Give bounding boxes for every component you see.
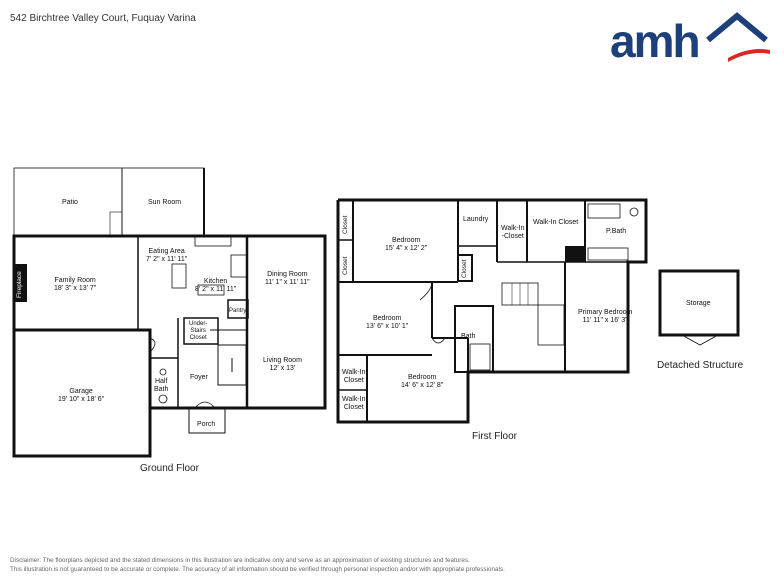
logo-wordmark: amh — [610, 15, 701, 67]
closet2-label: Closet — [342, 256, 349, 275]
foyer-label: Foyer — [190, 374, 208, 381]
closet1-label: Closet — [342, 215, 349, 234]
floor-plan-drawing — [12, 167, 740, 458]
patio-label: Patio — [62, 199, 78, 206]
walkin-closet-2-label: Walk-In Closet — [533, 219, 579, 226]
disclaimer-line-2: This illustration is not guaranteed to b… — [10, 566, 505, 573]
pantry-label: Pantry — [229, 308, 247, 314]
sun-room-label: Sun Room — [148, 199, 182, 206]
closet3-label: Closet — [461, 259, 468, 278]
walkin-closet-1-label: Walk-In-Closet — [501, 225, 525, 240]
house-roof-icon — [706, 12, 770, 62]
laundry-label: Laundry — [463, 216, 489, 223]
address-title: 542 Birchtree Valley Court, Fuquay Varin… — [10, 13, 196, 24]
porch-label: Porch — [197, 421, 216, 428]
first-floor-title: First Floor — [472, 431, 517, 442]
bath-label: Bath — [461, 333, 476, 340]
amh-logo: amh — [610, 10, 770, 65]
detached-structure-title: Detached Structure — [657, 360, 744, 371]
disclaimer-line-1: Disclaimer: The floorplans depicted and … — [10, 557, 470, 564]
fireplace-label: Fireplace — [16, 271, 23, 298]
pbath-label: P.Bath — [606, 228, 627, 235]
storage-label: Storage — [686, 300, 711, 307]
ground-floor-title: Ground Floor — [140, 463, 199, 474]
